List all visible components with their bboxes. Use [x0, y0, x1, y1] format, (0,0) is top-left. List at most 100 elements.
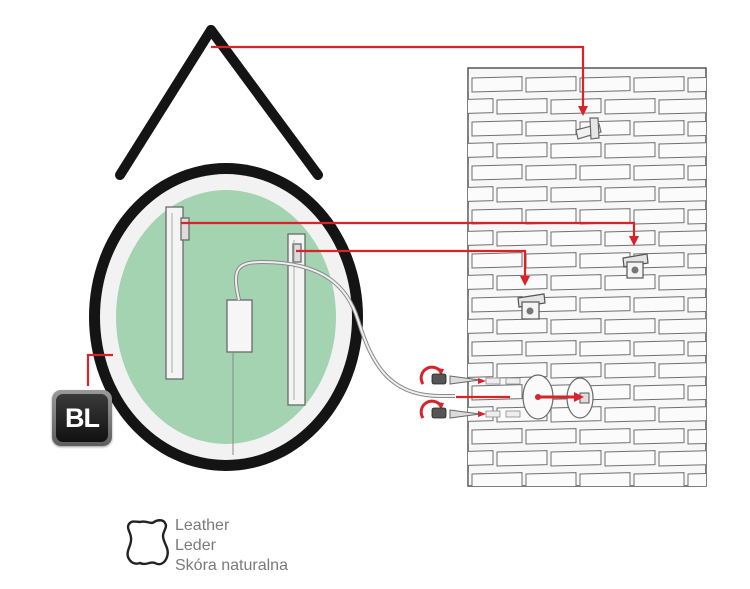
- brick: [468, 208, 469, 224]
- legend-line-de: Leder: [175, 537, 216, 554]
- brick: [658, 318, 706, 335]
- brick: [468, 472, 469, 486]
- brick: [687, 209, 706, 225]
- brick: [550, 362, 602, 379]
- leather-hide-icon: [126, 519, 169, 566]
- brick: [742, 473, 750, 488]
- brick: [471, 120, 523, 137]
- brick: [633, 208, 685, 225]
- brick: [604, 450, 656, 467]
- brick: [525, 208, 577, 225]
- brick: [713, 231, 750, 246]
- round-mirror: [89, 163, 363, 471]
- brick: [550, 450, 602, 467]
- brick: [604, 142, 656, 159]
- small-arrow-markers: [478, 378, 486, 417]
- brick: [471, 252, 523, 269]
- brick: [713, 407, 750, 422]
- brick: [468, 296, 469, 312]
- brick: [468, 164, 469, 180]
- brick: [687, 77, 706, 93]
- brick: [579, 252, 631, 269]
- brick: [579, 208, 631, 225]
- brick: [468, 186, 494, 202]
- brick: [471, 472, 523, 486]
- brick: [468, 120, 469, 136]
- brick: [687, 473, 706, 486]
- brick: [471, 296, 523, 313]
- brick: [742, 385, 750, 400]
- brick: [633, 384, 685, 401]
- screw-upper: [449, 375, 521, 385]
- brick: [471, 208, 523, 225]
- brick: [550, 142, 602, 159]
- brick: [468, 428, 469, 444]
- brick: [525, 164, 577, 181]
- brick: [471, 340, 523, 357]
- brick: [550, 186, 602, 203]
- brick: [525, 252, 577, 269]
- brick: [658, 230, 706, 247]
- brick: [579, 296, 631, 313]
- power-supply: [226, 299, 253, 455]
- brick: [687, 385, 706, 401]
- brick: [496, 230, 548, 247]
- brick: [742, 297, 750, 312]
- brick: [742, 121, 750, 136]
- brick: [496, 362, 548, 379]
- mounting-rail-left: [165, 206, 190, 380]
- brick: [713, 187, 750, 202]
- brick: [713, 363, 750, 378]
- brick: [525, 340, 577, 357]
- brick: [579, 164, 631, 181]
- brick: [496, 450, 548, 467]
- brick: [687, 165, 706, 181]
- brick: [550, 230, 602, 247]
- brick: [471, 164, 523, 181]
- brick: [633, 428, 685, 445]
- brick: [525, 428, 577, 445]
- brick: [604, 406, 656, 423]
- brick: [658, 406, 706, 423]
- brick: [633, 296, 685, 313]
- brick: [468, 252, 469, 268]
- brick: [550, 98, 602, 115]
- brick: [742, 209, 750, 224]
- brick: [525, 76, 577, 93]
- brick: [468, 340, 469, 356]
- rotate-screwdriver-lower-icon: [419, 399, 447, 419]
- brick: [604, 362, 656, 379]
- brick: [658, 450, 706, 467]
- brick: [633, 340, 685, 357]
- brick: [633, 76, 685, 93]
- brick: [604, 98, 656, 115]
- brick: [658, 186, 706, 203]
- wall-bracket-left: [517, 293, 546, 320]
- mounting-rail-right: [287, 233, 306, 406]
- brick: [496, 98, 548, 115]
- wall-bracket-right: [622, 253, 649, 279]
- brick: [742, 253, 750, 268]
- brick: [525, 120, 577, 137]
- brick: [604, 230, 656, 247]
- brick: [496, 318, 548, 335]
- brick: [471, 76, 523, 93]
- brick: [468, 450, 494, 466]
- brick: [742, 77, 750, 92]
- brick: [713, 143, 750, 158]
- brick: [604, 186, 656, 203]
- brick: [742, 429, 750, 444]
- brick: [468, 98, 494, 114]
- brick: [496, 274, 548, 291]
- indicator-arrows: [86, 45, 639, 402]
- brick: [604, 318, 656, 335]
- brick: [633, 164, 685, 181]
- brick: [713, 275, 750, 290]
- brick: [687, 253, 706, 269]
- brick: [658, 274, 706, 291]
- brick: [468, 230, 494, 246]
- brick: [658, 142, 706, 159]
- brick: [579, 340, 631, 357]
